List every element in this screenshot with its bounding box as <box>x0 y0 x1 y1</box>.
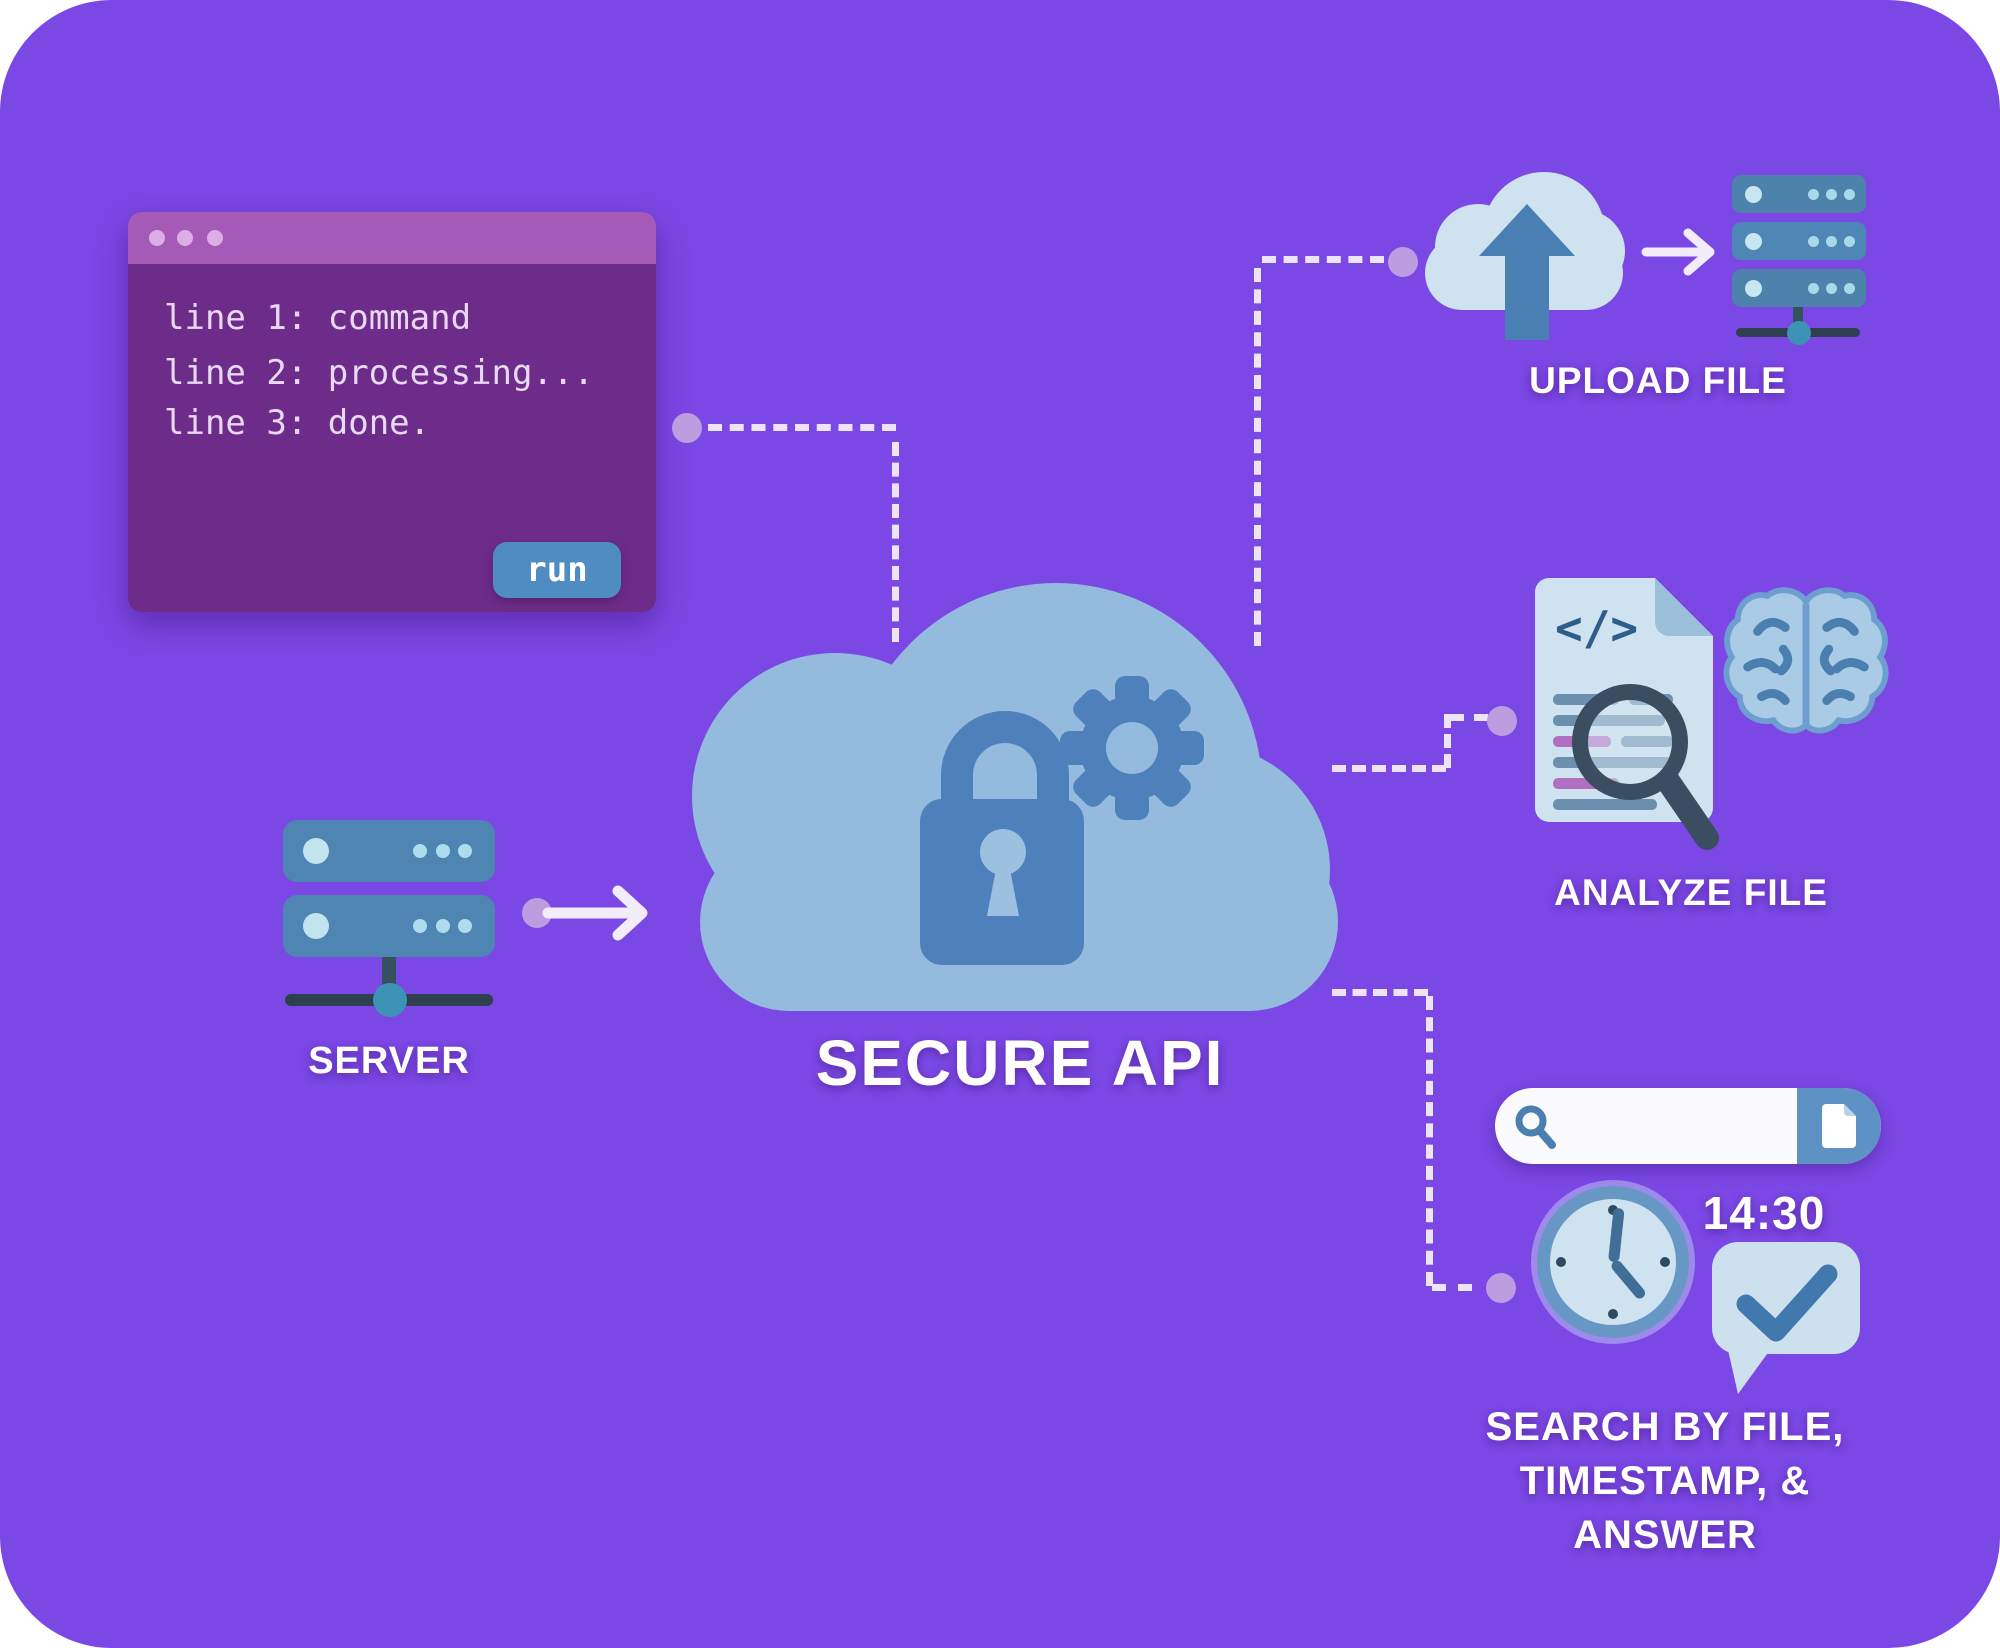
check-bubble-icon <box>1712 1242 1860 1354</box>
terminal-window: line 1: command line 2: processing... li… <box>128 212 656 612</box>
dashed-line <box>892 442 899 642</box>
hour-hand <box>1609 1258 1648 1301</box>
arrow-right-icon <box>1641 228 1715 276</box>
connector-dot <box>1487 706 1517 736</box>
search-icon <box>1515 1105 1556 1149</box>
search-bar[interactable] <box>1495 1088 1881 1164</box>
connector-dot <box>672 413 702 443</box>
server-label: SERVER <box>308 1040 470 1082</box>
search-file-button[interactable] <box>1797 1088 1881 1164</box>
dashed-line <box>1254 268 1261 646</box>
window-dot-icon <box>149 230 165 246</box>
gear-icon <box>1060 676 1204 820</box>
cloud-upload-icon <box>1425 172 1625 342</box>
code-glyph: </> <box>1555 601 1638 655</box>
search-label-line2: TIMESTAMP, & ANSWER <box>1519 1459 1811 1557</box>
file-icon <box>1822 1104 1856 1148</box>
arrow-right-icon <box>542 885 648 941</box>
upload-file-label: UPLOAD FILE <box>1529 360 1787 401</box>
search-label: SEARCH BY FILE, TIMESTAMP, & ANSWER <box>1430 1400 1900 1562</box>
terminal-titlebar <box>128 212 656 264</box>
dashed-line <box>1432 1284 1472 1291</box>
network-node <box>373 983 407 1017</box>
connector-dot <box>1486 1273 1516 1303</box>
dashed-line <box>1332 765 1446 772</box>
dashed-line <box>708 424 896 431</box>
bubble-tail <box>1728 1350 1770 1394</box>
window-dot-icon <box>207 230 223 246</box>
terminal-line-2: line 2: processing... <box>164 353 594 393</box>
dashed-line <box>1450 714 1488 721</box>
analyze-file-label: ANALYZE FILE <box>1554 872 1828 913</box>
search-label-line1: SEARCH BY FILE, <box>1485 1405 1845 1449</box>
server-rack-icon <box>1732 175 1866 345</box>
terminal-line-1: line 1: command <box>164 298 472 338</box>
padlock-icon <box>900 700 1200 980</box>
dashed-line <box>1332 989 1428 996</box>
clock-icon <box>1537 1186 1689 1338</box>
minute-hand <box>1608 1207 1625 1263</box>
run-button[interactable]: run <box>493 542 621 598</box>
window-dot-icon <box>177 230 193 246</box>
dashed-line <box>1262 256 1384 263</box>
dashed-line <box>1426 996 1433 1286</box>
connector-dot <box>1388 247 1418 277</box>
secure-api-label: SECURE API <box>815 1027 1225 1099</box>
dashed-line <box>1444 714 1451 768</box>
code-document-icon: </> <box>1535 578 1719 850</box>
timestamp-text: 14:30 <box>1702 1187 1826 1239</box>
magnifying-glass-icon <box>1572 684 1719 850</box>
network-node <box>1787 321 1811 345</box>
checkmark-icon <box>1736 1264 1838 1342</box>
upload-arrow-icon <box>1479 204 1575 340</box>
terminal-line-3: line 3: done. <box>164 403 431 443</box>
brain-icon <box>1723 587 1889 734</box>
server-rack-icon <box>283 820 495 1017</box>
